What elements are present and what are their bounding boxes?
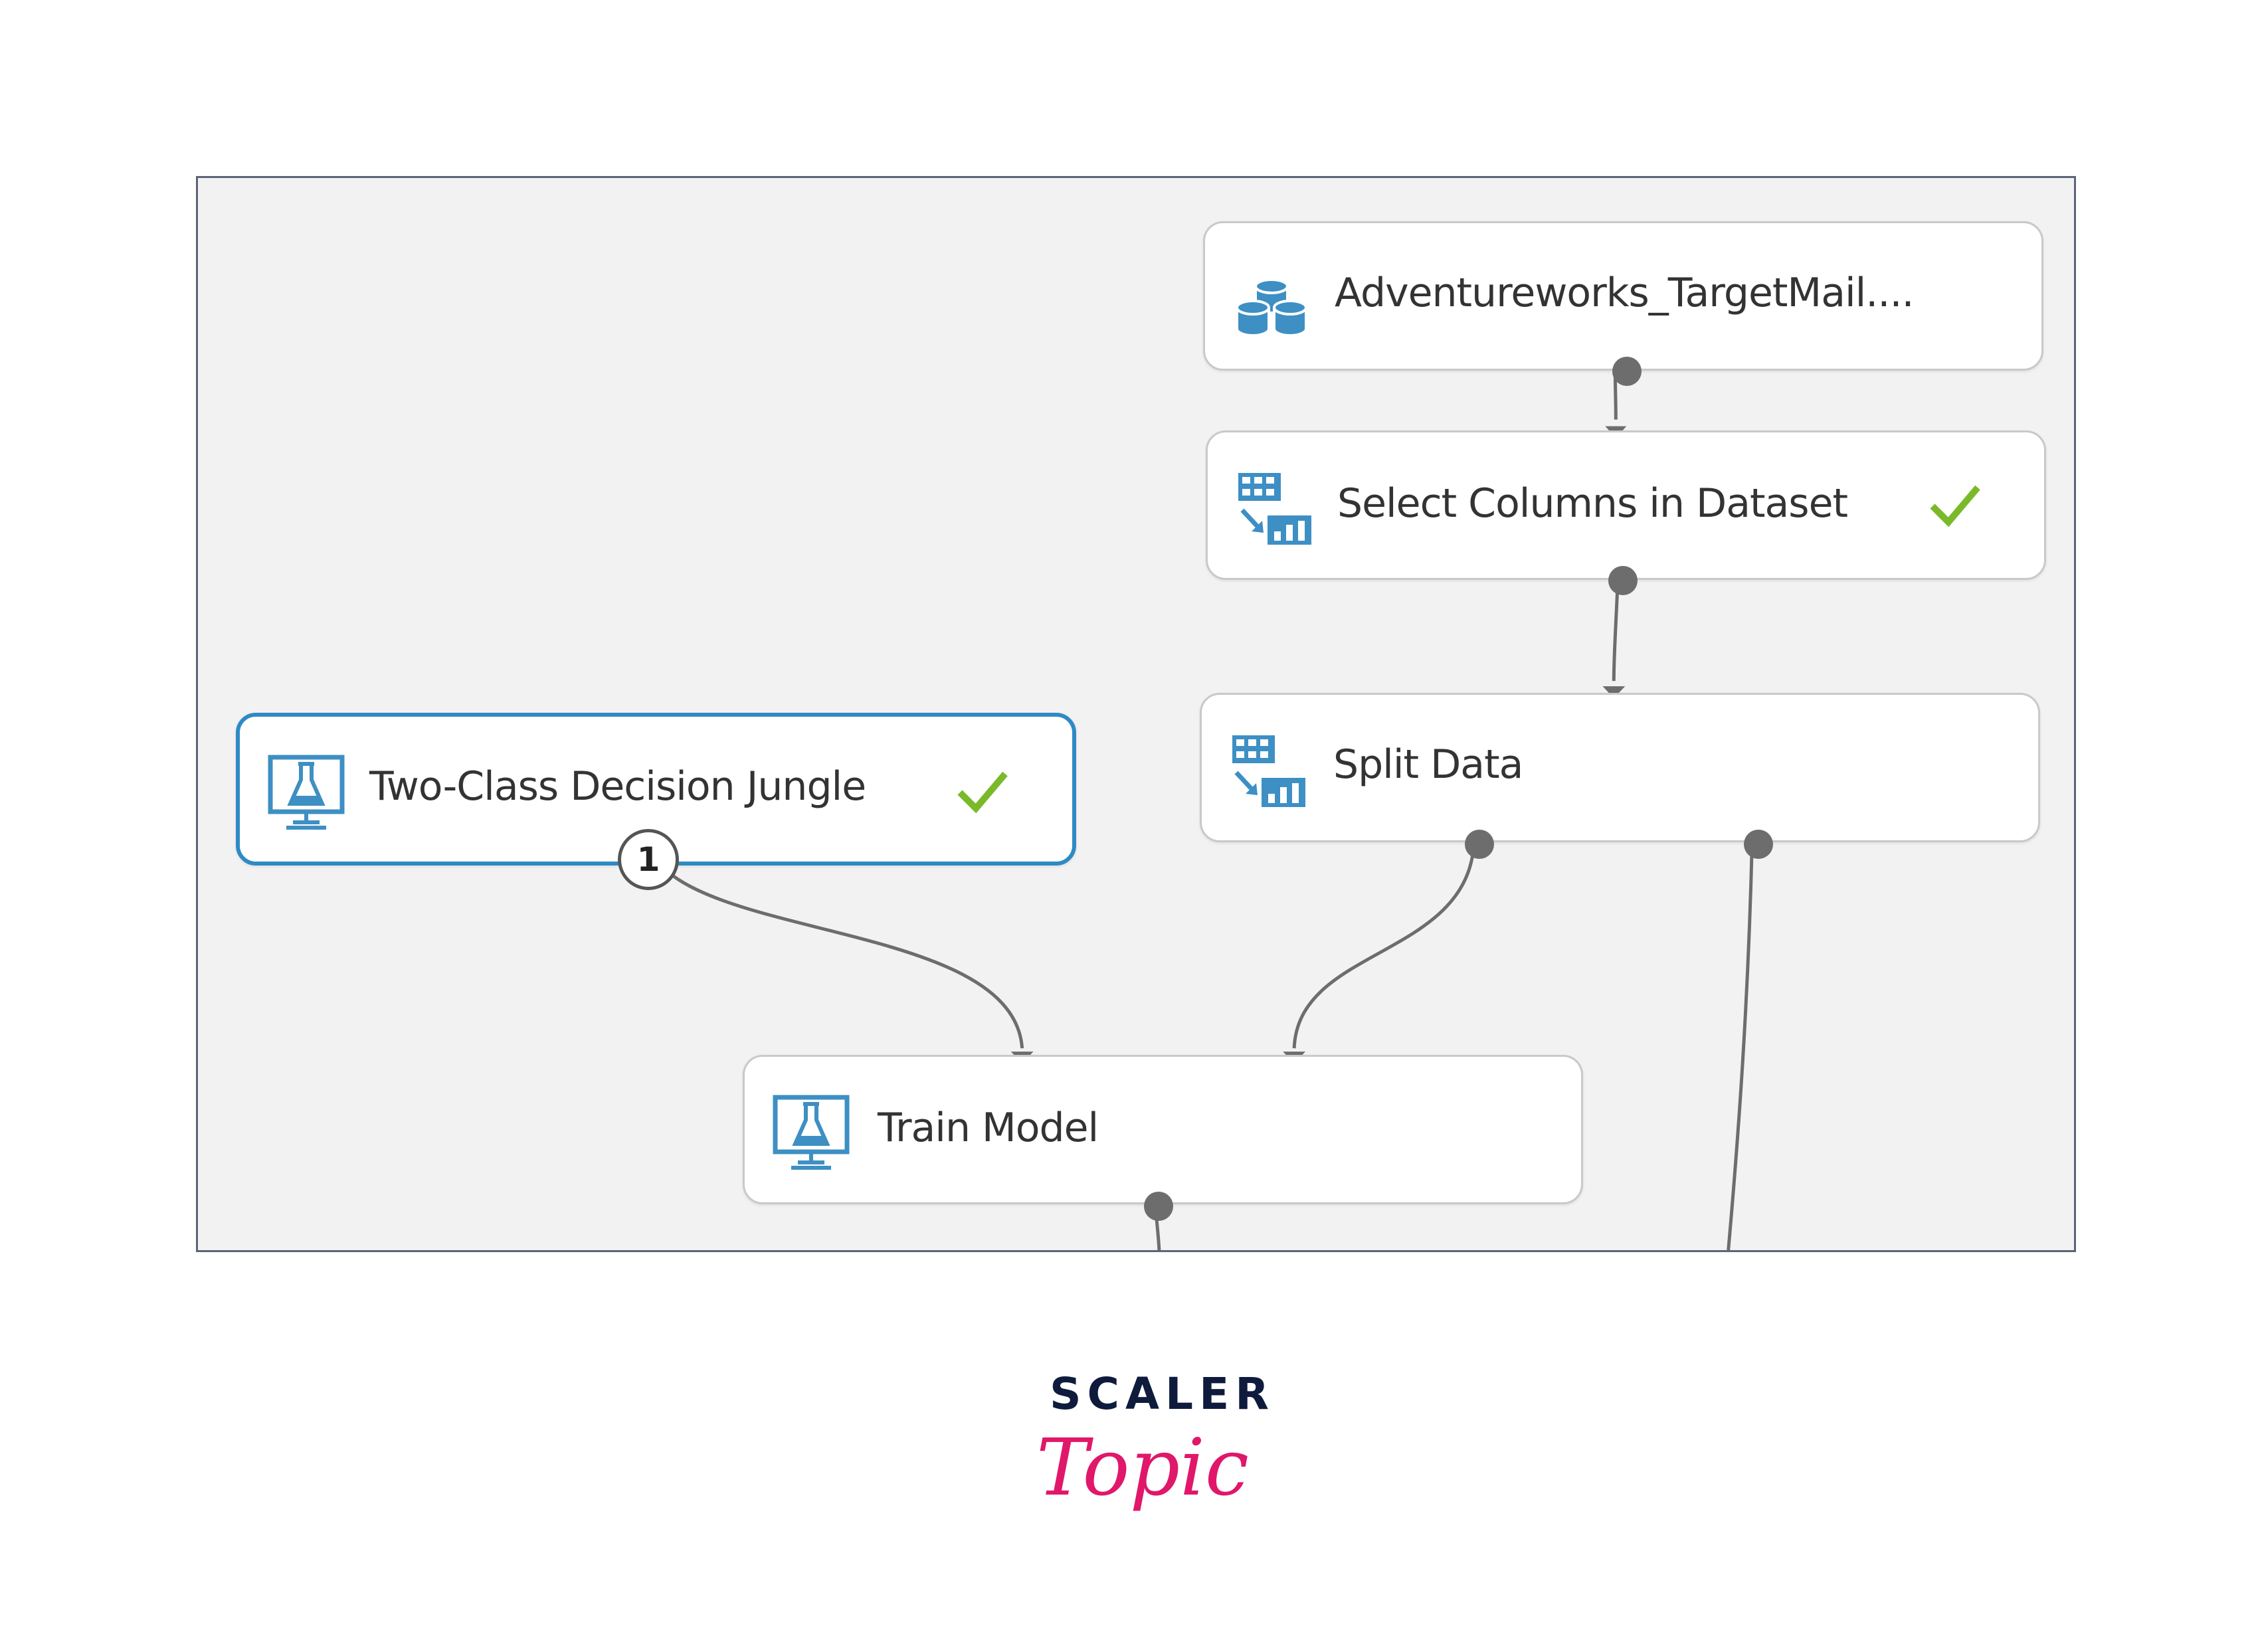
brand-script-text: Topics: [1036, 1422, 1249, 1513]
grid-transform-icon: [1232, 735, 1305, 807]
connector-split-right-down: [1727, 840, 1754, 1250]
module-split-data[interactable]: Split Data: [1200, 693, 2040, 859]
output-port[interactable]: [1610, 355, 1644, 388]
dataset-cylinders-icon: [1236, 278, 1307, 337]
brand-logo: SCALER Topics: [996, 1368, 1269, 1554]
module-train-model[interactable]: Train Model: [743, 1055, 1583, 1221]
connector-jungle-to-train: [654, 858, 1024, 1049]
input-arrow-split: [1602, 686, 1626, 699]
experiment-canvas[interactable]: Adventureworks_TargetMail.... Select Col…: [196, 176, 2076, 1252]
output-port[interactable]: [1606, 564, 1640, 597]
module-split-data-label: Split Data: [1333, 741, 1523, 788]
module-select-columns[interactable]: Select Columns in Dataset: [1206, 430, 2046, 595]
output-port-left[interactable]: [1463, 828, 1496, 861]
output-port[interactable]: [1142, 1190, 1175, 1223]
brand-wordmark: SCALER: [1050, 1368, 1275, 1420]
module-data-source-label: Adventureworks_TargetMail....: [1335, 270, 1915, 316]
flask-monitor-icon: [268, 755, 345, 830]
module-select-columns-label: Select Columns in Dataset: [1337, 480, 1848, 527]
output-port-badge[interactable]: 1: [618, 829, 679, 890]
connector-select-to-split: [1612, 580, 1620, 682]
output-port-right[interactable]: [1742, 828, 1775, 861]
module-decision-jungle-label: Two-Class Decision Jungle: [369, 763, 866, 810]
module-data-source[interactable]: Adventureworks_TargetMail....: [1203, 221, 2043, 386]
grid-transform-icon: [1238, 473, 1311, 545]
connector-split-left-to-train: [1292, 840, 1476, 1049]
completed-check-icon: [957, 771, 1008, 814]
completed-check-icon: [1930, 485, 1980, 527]
module-train-model-label: Train Model: [878, 1105, 1099, 1151]
flask-monitor-icon: [773, 1095, 850, 1170]
brand-script-logo: Topics: [1036, 1422, 1249, 1513]
